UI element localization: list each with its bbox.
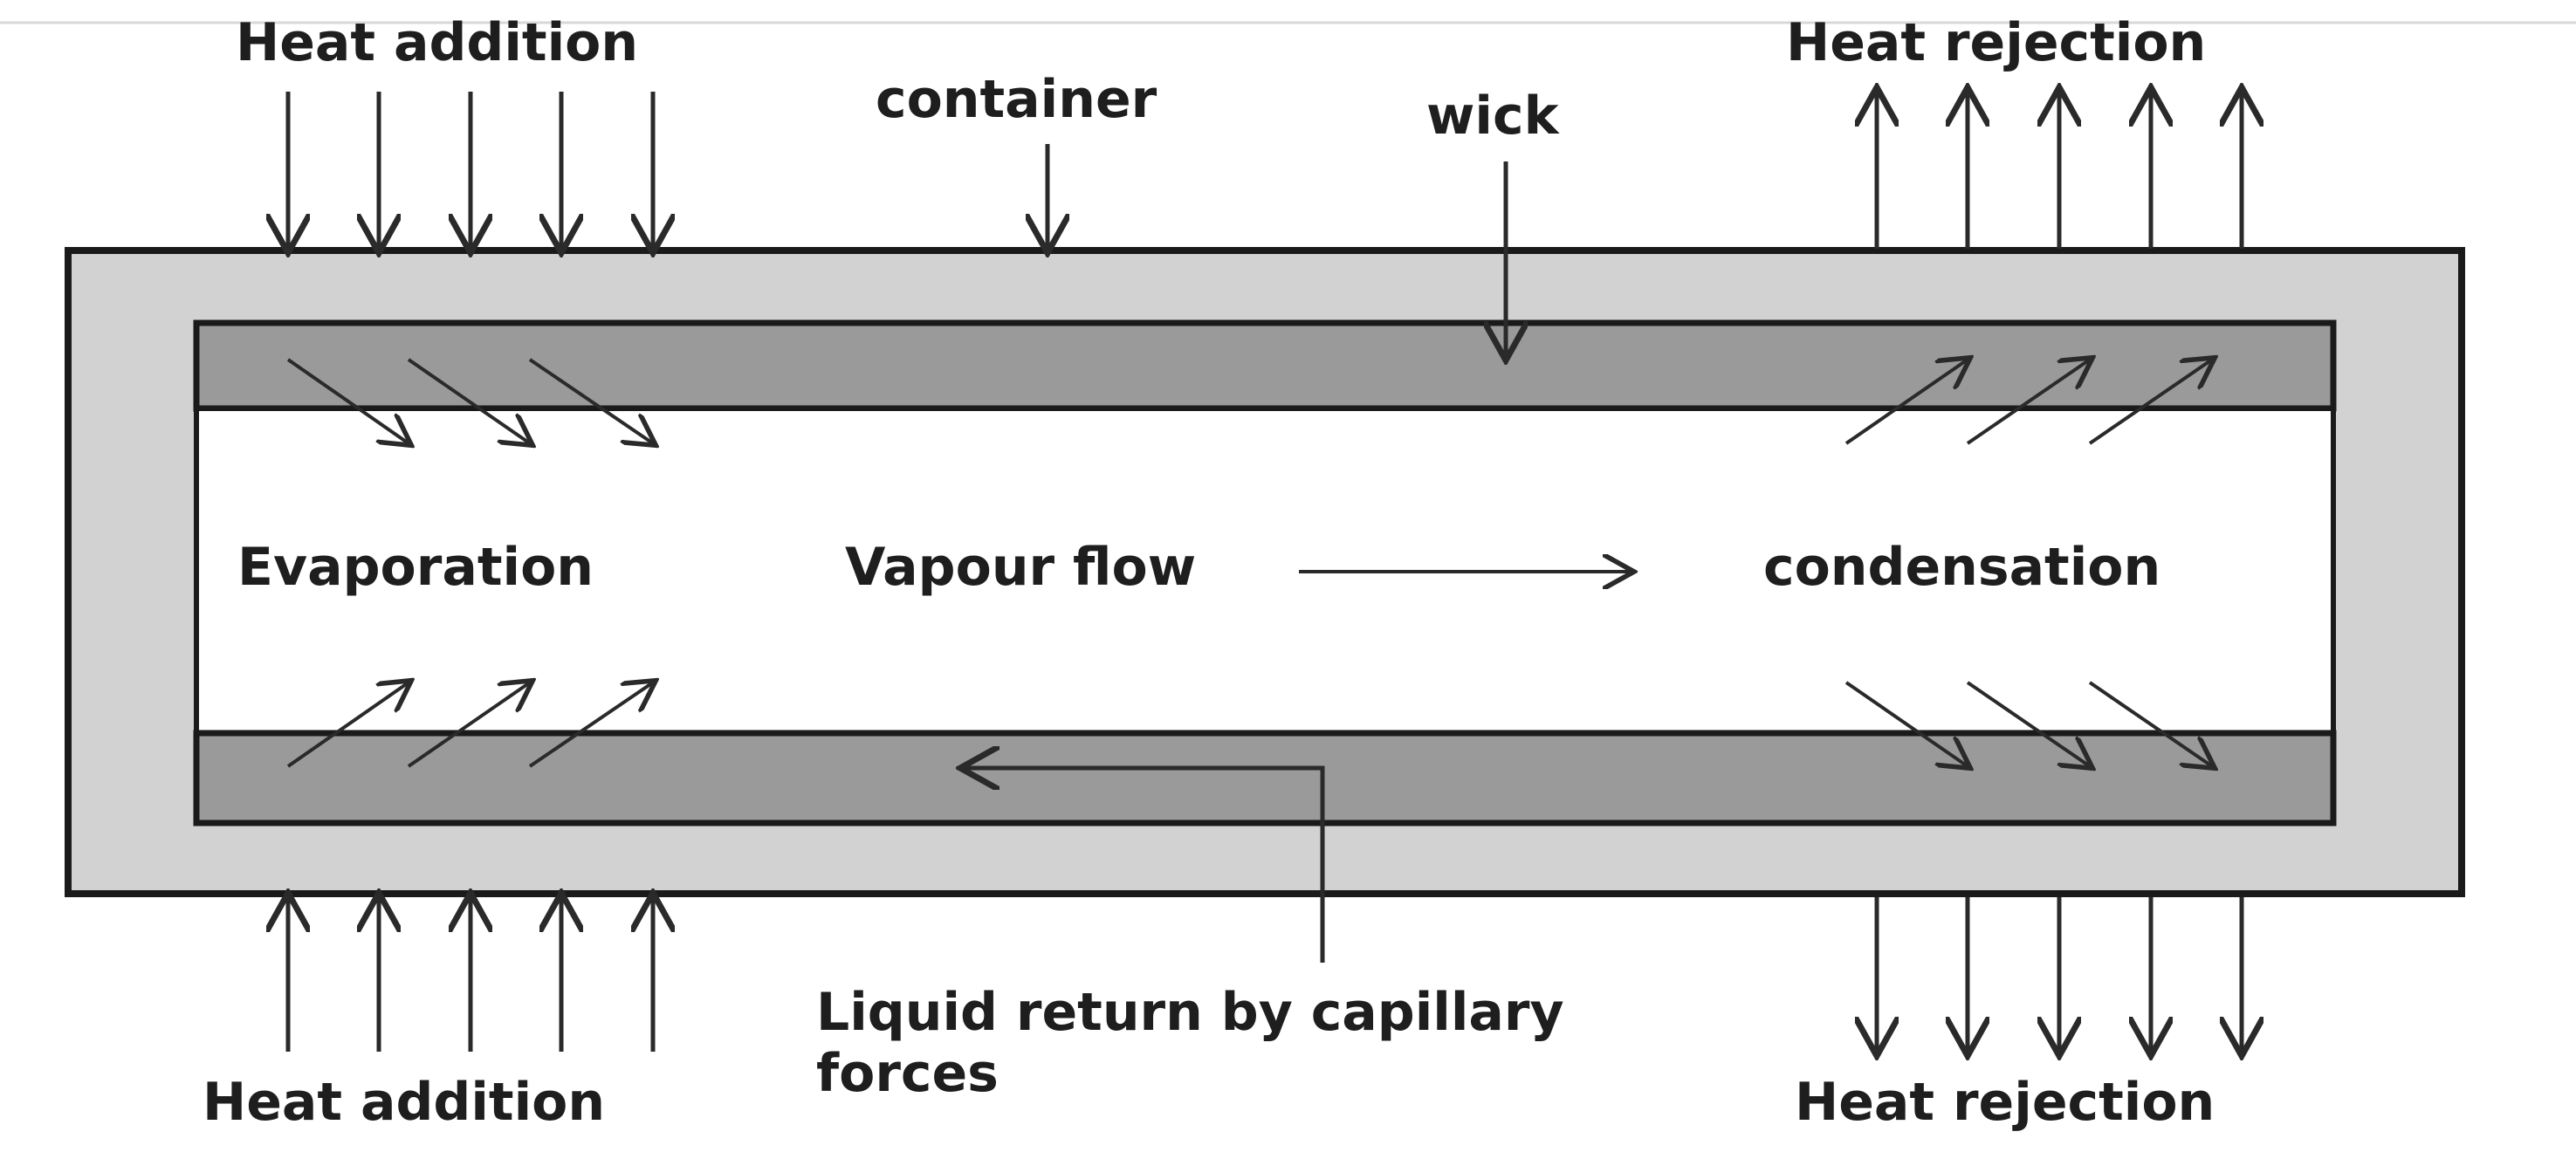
- evaporation-label: Evaporation: [237, 537, 594, 598]
- liquid-return-label-line1: Liquid return by capillary: [816, 982, 1564, 1043]
- heat-addition-top-arrows: [288, 92, 653, 249]
- condensation-upper-arrows: [1844, 360, 2212, 445]
- condensation-label: condensation: [1763, 537, 2160, 598]
- lower-wick: [193, 730, 2337, 826]
- evaporation-lower-arrows: [286, 682, 653, 768]
- heat-rejection-bottom-label: Heat rejection: [1795, 1072, 2215, 1133]
- heat-rejection-bottom-arrows: [1877, 897, 2242, 1052]
- liquid-return-label-line2: forces: [816, 1043, 999, 1104]
- evaporation-upper-arrows: [286, 358, 653, 443]
- upper-wick: [193, 319, 2337, 412]
- heat-rejection-top-label: Heat rejection: [1786, 12, 2206, 73]
- vapour-flow-label: Vapour flow: [845, 537, 1196, 598]
- heat-rejection-top-arrows: [1877, 92, 2242, 249]
- heat-addition-top-label: Heat addition: [236, 12, 638, 73]
- liquid-return-arrow: [965, 768, 1325, 963]
- heat-addition-bottom-arrows: [288, 897, 653, 1052]
- vapour-core: [194, 406, 2336, 736]
- container-label: container: [876, 69, 1157, 130]
- wick-label: wick: [1426, 86, 1561, 147]
- heat-addition-bottom-label: Heat addition: [203, 1072, 605, 1133]
- condensation-lower-arrows: [1844, 681, 2212, 766]
